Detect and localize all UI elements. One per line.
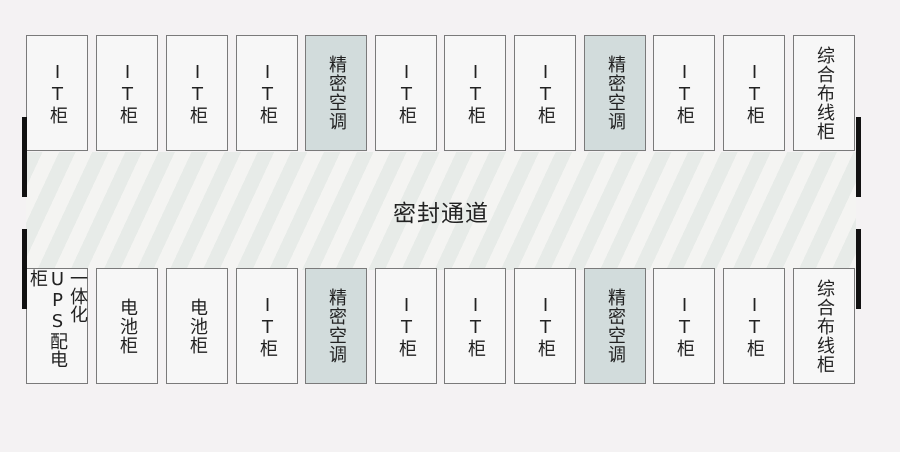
cabinet-it: IT柜 <box>444 35 506 151</box>
cabinet-it: IT柜 <box>236 35 298 151</box>
door-left-bottom <box>22 229 27 309</box>
cabinet-label: IT柜 <box>535 61 556 125</box>
door-left-top <box>22 117 27 197</box>
cabinet-it: IT柜 <box>26 35 88 151</box>
cabinet-ac: 精密空调 <box>305 268 367 384</box>
cabinet-battery: 电池柜 <box>96 268 158 384</box>
cabinet-it: IT柜 <box>166 35 228 151</box>
cabinet-it: IT柜 <box>653 35 715 151</box>
cabinet-label: 精密空调 <box>605 288 626 364</box>
door-right-top <box>856 117 861 197</box>
door-right-bottom <box>856 229 861 309</box>
cabinet-it: IT柜 <box>236 268 298 384</box>
cabinet-label: IT柜 <box>187 61 208 125</box>
cabinet-label: 精密空调 <box>326 55 347 131</box>
cabinet-label: 一体化UPS配电柜 <box>27 269 88 368</box>
cabinet-cabling: 综合布线柜 <box>793 35 855 151</box>
cabinet-label: 电池柜 <box>117 297 138 355</box>
cabinet-it: IT柜 <box>444 268 506 384</box>
cabinet-it: IT柜 <box>375 268 437 384</box>
cabinet-ac: 精密空调 <box>305 35 367 151</box>
cabinet-ac: 精密空调 <box>584 35 646 151</box>
cabinet-it: IT柜 <box>514 35 576 151</box>
cabinet-label: IT柜 <box>396 61 417 125</box>
cabinet-label: IT柜 <box>117 61 138 125</box>
cabinet-label: IT柜 <box>465 294 486 358</box>
cabinet-ups: 一体化UPS配电柜 <box>26 268 88 384</box>
cabinet-it: IT柜 <box>723 268 785 384</box>
cabinet-cabling: 综合布线柜 <box>793 268 855 384</box>
cabinet-label: IT柜 <box>257 61 278 125</box>
cabinet-it: IT柜 <box>96 35 158 151</box>
cabinet-label: 电池柜 <box>187 297 208 355</box>
cabinet-it: IT柜 <box>723 35 785 151</box>
cabinet-battery: 电池柜 <box>166 268 228 384</box>
corridor-label: 密封通道 <box>393 201 489 227</box>
cabinet-it: IT柜 <box>514 268 576 384</box>
cabinet-label: IT柜 <box>744 61 765 125</box>
sealed-corridor: 密封通道 <box>26 152 856 270</box>
cabinet-label: 精密空调 <box>326 288 347 364</box>
cabinet-label: IT柜 <box>535 294 556 358</box>
cabinet-it: IT柜 <box>653 268 715 384</box>
cabinet-label: 精密空调 <box>605 55 626 131</box>
cabinet-label: IT柜 <box>47 61 68 125</box>
cabinet-label: IT柜 <box>257 294 278 358</box>
cabinet-label: IT柜 <box>674 294 695 358</box>
cabinet-label: 综合布线柜 <box>814 45 835 141</box>
cabinet-label: 综合布线柜 <box>814 278 835 374</box>
cabinet-ac: 精密空调 <box>584 268 646 384</box>
cabinet-label: IT柜 <box>465 61 486 125</box>
cabinet-it: IT柜 <box>375 35 437 151</box>
cabinet-label: IT柜 <box>674 61 695 125</box>
cabinet-label: IT柜 <box>396 294 417 358</box>
cabinet-label: IT柜 <box>744 294 765 358</box>
